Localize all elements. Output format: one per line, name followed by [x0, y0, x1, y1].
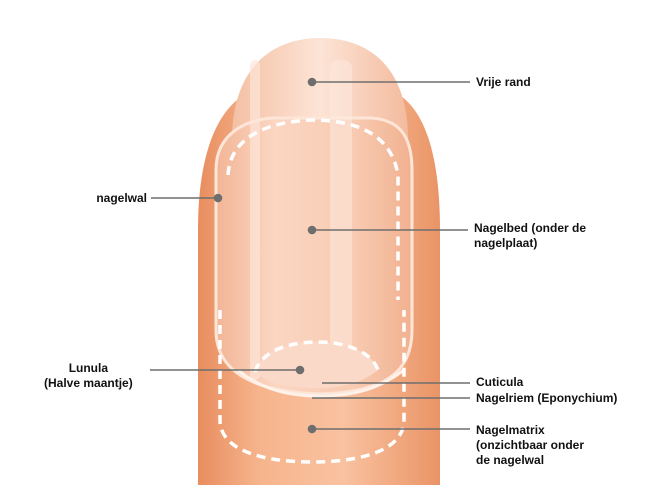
label-lunula-line1: Lunula — [68, 361, 109, 375]
label-matrix-line3: de nagelwal — [476, 453, 545, 467]
label-eponychium: Nagelriem (Eponychium) — [476, 391, 618, 405]
nail-bed-outline — [226, 118, 400, 300]
label-matrix-line2: (onzichtbaar onder — [476, 438, 585, 452]
leader-dot-nail-fold — [213, 193, 223, 203]
label-matrix: Nagelmatrix (onzichtbaar onder de nagelw… — [476, 423, 584, 468]
leader-dot-nail-bed — [307, 225, 317, 235]
lunula-outline — [253, 340, 380, 373]
label-lunula-line2: (Halve maantje) — [44, 376, 133, 390]
leader-dot-free-edge — [307, 77, 317, 87]
label-nail-bed-line1: Nagelbed (onder de — [474, 221, 587, 235]
label-matrix-line1: Nagelmatrix — [476, 423, 545, 437]
leader-dot-lunula — [295, 365, 305, 375]
label-free-edge: Vrije rand — [476, 75, 531, 89]
label-nail-fold: nagelwal — [96, 191, 147, 205]
label-lunula: Lunula (Halve maantje) — [44, 361, 133, 391]
label-nail-bed-line2: nagelplaat) — [474, 236, 538, 250]
label-nail-bed: Nagelbed (onder de nagelplaat) — [474, 221, 586, 251]
nail-highlight — [250, 60, 260, 380]
lunula — [255, 342, 378, 388]
nail-highlight — [330, 60, 352, 380]
label-cuticle: Cuticula — [476, 375, 524, 389]
leader-dot-matrix — [307, 424, 317, 434]
